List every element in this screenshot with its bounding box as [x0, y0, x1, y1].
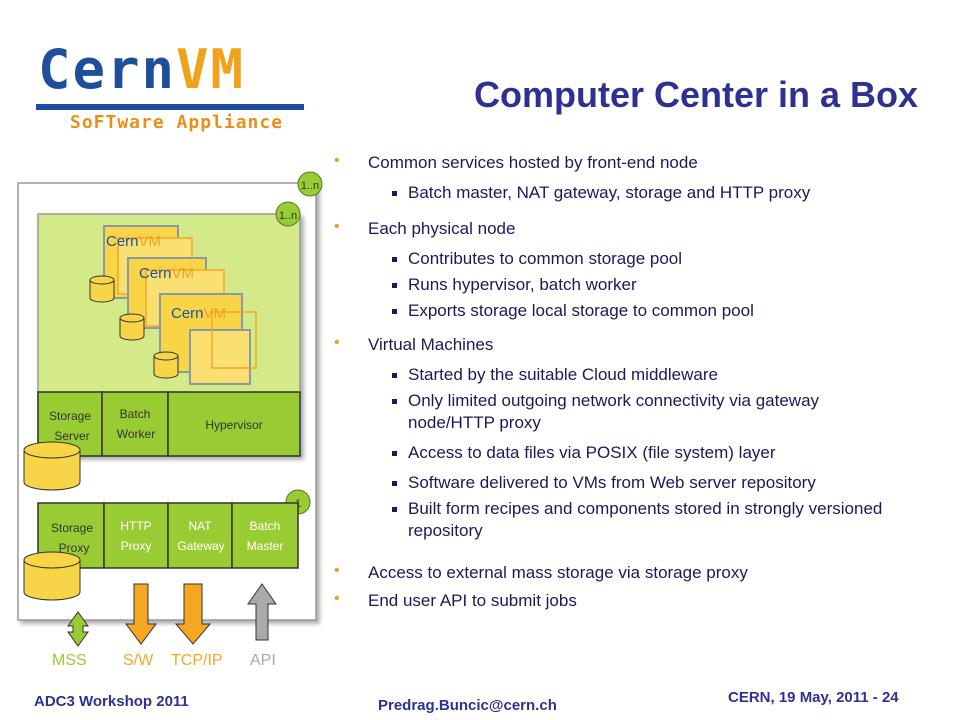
batch-master-label-2: Master: [247, 539, 284, 553]
bullet-group: Each physical node Contributes to common…: [330, 216, 940, 322]
api-arrow-icon: [247, 583, 277, 641]
logo-part-cern: Cern: [38, 38, 177, 101]
vm-label-3: CernVM: [171, 305, 226, 322]
sw-label: S/W: [123, 652, 154, 669]
vm-label-2: CernVM: [139, 265, 194, 282]
batch-master-label-1: Batch: [250, 519, 281, 533]
tcpip-arrow-icon: [174, 583, 212, 645]
logo-underline: [36, 104, 304, 110]
sub-bullet-item: Started by the suitable Cloud middleware: [330, 364, 940, 386]
hypervisor-box: [167, 391, 301, 457]
sub-bullet-item: Contributes to common storage pool: [330, 248, 940, 270]
http-proxy-label-1: HTTP: [120, 519, 151, 533]
batch-worker-label-2: Worker: [117, 427, 155, 441]
bullet-item: Virtual Machines: [330, 332, 940, 356]
slide-title: Computer Center in a Box: [474, 74, 919, 115]
bullet-group: Access to external mass storage via stor…: [330, 560, 940, 612]
vm-disk-icon: [153, 351, 179, 379]
sub-bullet-item: Runs hypervisor, batch worker: [330, 274, 940, 296]
sub-bullet-item: Batch master, NAT gateway, storage and H…: [330, 182, 940, 204]
badge-inner: [275, 201, 301, 227]
sub-bullet-item: Only limited outgoing network connectivi…: [330, 390, 878, 434]
bullet-item: Access to external mass storage via stor…: [330, 560, 940, 584]
storage-server-label-1: Storage: [49, 409, 91, 423]
bullet-item: End user API to submit jobs: [330, 588, 940, 612]
bullet-list: Common services hosted by front-end node…: [330, 150, 940, 612]
bullet-group: Common services hosted by front-end node…: [330, 150, 940, 204]
batch-worker-label-1: Batch: [120, 407, 151, 421]
bullet-group: Virtual Machines Started by the suitable…: [330, 332, 940, 542]
storage-proxy-label-2: Proxy: [59, 541, 90, 555]
hypervisor-label: Hypervisor: [205, 418, 262, 432]
sw-arrow-icon: [125, 583, 157, 645]
badge-inner-label: 1..n: [279, 210, 297, 222]
architecture-diagram: 1..n 1..n CernVM CernVM CernVM Storage S…: [17, 171, 323, 669]
logo-subtitle: SoFTware Appliance: [70, 112, 284, 133]
footer-email: Predrag.Buncic@cern.ch: [378, 697, 557, 714]
sub-bullet-item: Software delivered to VMs from Web serve…: [330, 472, 940, 494]
batch-worker-box: [101, 391, 169, 457]
footer-event: ADC3 Workshop 2011: [34, 693, 189, 710]
logo-part-vm: VM: [176, 38, 246, 101]
storage-proxy-disk-icon: [23, 551, 81, 601]
sub-bullet-item: Access to data files via POSIX (file sys…: [330, 442, 940, 464]
footer-date-page: CERN, 19 May, 2011 - 24: [728, 689, 899, 706]
nat-gateway-label-2: Gateway: [177, 539, 224, 553]
nat-gateway-box: [167, 502, 233, 569]
batch-master-box: [231, 502, 299, 569]
sub-bullet-item: Built form recipes and components stored…: [330, 498, 928, 542]
http-proxy-label-2: Proxy: [121, 539, 152, 553]
badge-outer-label: 1..n: [301, 180, 319, 192]
vm-disk-icon: [119, 313, 145, 341]
nat-gateway-label-1: NAT: [188, 519, 212, 533]
sub-bullet-item: Exports storage local storage to common …: [330, 300, 940, 322]
storage-proxy-label-1: Storage: [51, 521, 93, 535]
tcpip-label: TCP/IP: [171, 652, 223, 669]
vm-label-1: CernVM: [106, 233, 161, 250]
badge-outer: [297, 171, 323, 197]
api-label: API: [250, 652, 276, 669]
mss-label: MSS: [52, 652, 87, 669]
bullet-item: Each physical node: [330, 216, 940, 240]
storage-server-label-2: Server: [54, 429, 89, 443]
storage-server-disk-icon: [23, 441, 81, 491]
http-proxy-box: [103, 502, 169, 569]
bullet-item: Common services hosted by front-end node: [330, 150, 940, 174]
mss-arrow-icon: [67, 611, 89, 647]
vm-disk-icon: [89, 275, 115, 303]
logo: CernVM: [38, 40, 245, 100]
